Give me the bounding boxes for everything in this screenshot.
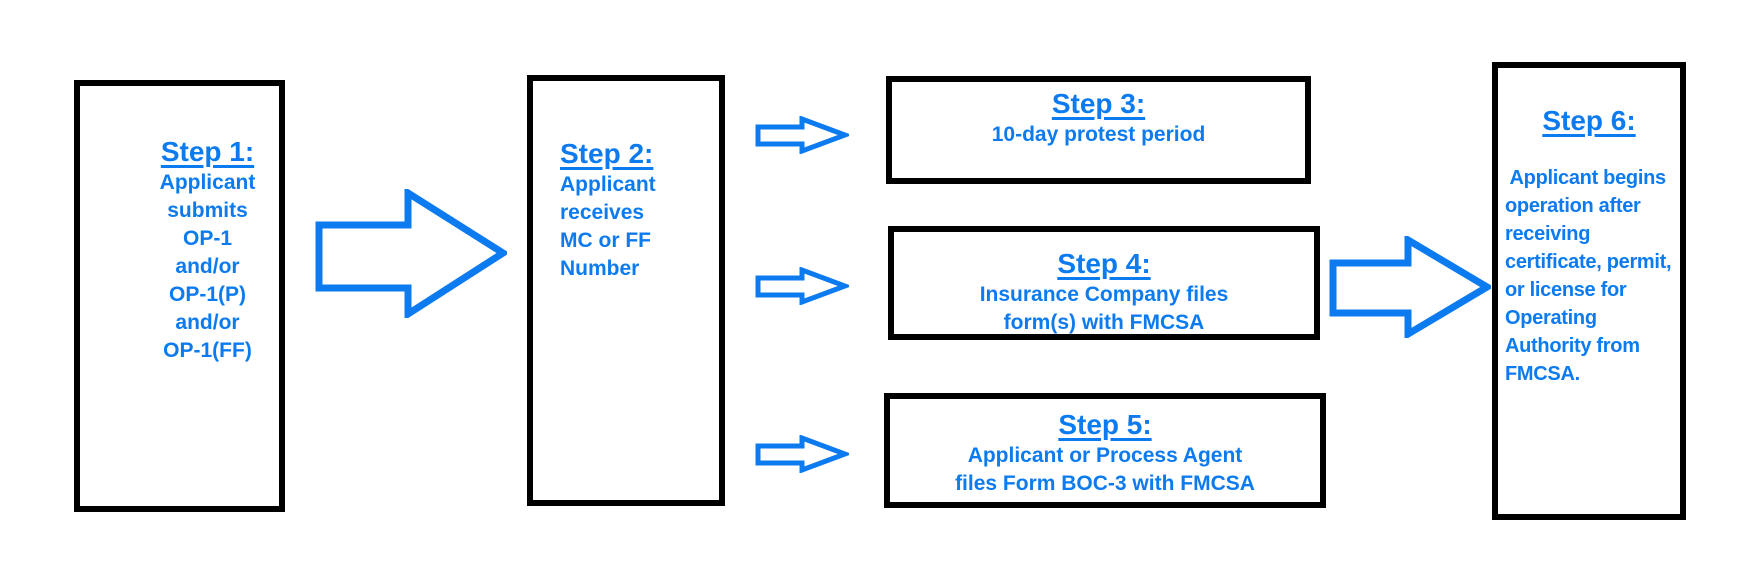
step-6-line: or license for bbox=[1505, 279, 1627, 301]
step-4-heading: Step 4: bbox=[1057, 248, 1151, 279]
step-6-line: Applicant begins bbox=[1505, 167, 1667, 189]
step-2-line: Applicant bbox=[560, 173, 656, 196]
step-6-box: Step 6: Applicant begins operation after… bbox=[1492, 62, 1686, 520]
step-1-line: submits bbox=[167, 199, 248, 222]
step-4-box: Step 4: Insurance Company files form(s) … bbox=[888, 226, 1320, 340]
step-1-line: OP-1(FF) bbox=[163, 339, 252, 362]
step-1-line: and/or bbox=[175, 311, 240, 334]
arrow-step2-to-step5-icon bbox=[755, 435, 849, 473]
step-1-line: OP-1(P) bbox=[168, 283, 246, 306]
step-6-line: Authority from bbox=[1505, 335, 1640, 357]
step-1-box: Step 1: Applicant submits OP-1 and/or OP… bbox=[74, 80, 285, 512]
step-2-heading: Step 2: bbox=[560, 138, 654, 169]
step-3-heading: Step 3: bbox=[1051, 88, 1146, 119]
step-5-line: files Form BOC-3 with FMCSA bbox=[955, 472, 1255, 495]
step-3-line: 10-day protest period bbox=[991, 123, 1206, 146]
step-6-line: FMCSA. bbox=[1505, 363, 1580, 385]
step-6-line: certificate, permit, bbox=[1505, 251, 1672, 273]
step-4-line: Insurance Company files bbox=[979, 283, 1229, 306]
step-6-line: Operating bbox=[1505, 307, 1597, 329]
arrow-step2-to-step4-icon bbox=[755, 267, 849, 305]
step-2-line: Number bbox=[560, 257, 640, 280]
step-5-box: Step 5: Applicant or Process Agent files… bbox=[884, 393, 1326, 508]
step-6-line: operation after bbox=[1505, 195, 1641, 217]
step-6-heading: Step 6: bbox=[1542, 105, 1636, 136]
arrow-step2-to-step3-icon bbox=[755, 116, 849, 154]
step-3-box: Step 3: 10-day protest period bbox=[886, 76, 1311, 184]
step-1-line: Applicant bbox=[159, 171, 256, 194]
step-6-line: receiving bbox=[1505, 223, 1591, 245]
step-2-line: receives bbox=[560, 201, 645, 224]
step-1-heading: Step 1: bbox=[160, 136, 255, 167]
step-2-line: MC or FF bbox=[560, 229, 651, 252]
step-4-line: form(s) with FMCSA bbox=[1003, 311, 1205, 334]
step-1-line: and/or bbox=[175, 255, 240, 278]
step-2-box: Step 2: Applicant receives MC or FF Numb… bbox=[527, 75, 725, 506]
arrow-step1-to-step2-icon bbox=[315, 189, 507, 318]
step-5-line: Applicant or Process Agent bbox=[967, 444, 1243, 467]
step-5-heading: Step 5: bbox=[1058, 409, 1152, 440]
step-1-line: OP-1 bbox=[182, 227, 232, 250]
arrow-step4-to-step6-icon bbox=[1329, 236, 1491, 338]
